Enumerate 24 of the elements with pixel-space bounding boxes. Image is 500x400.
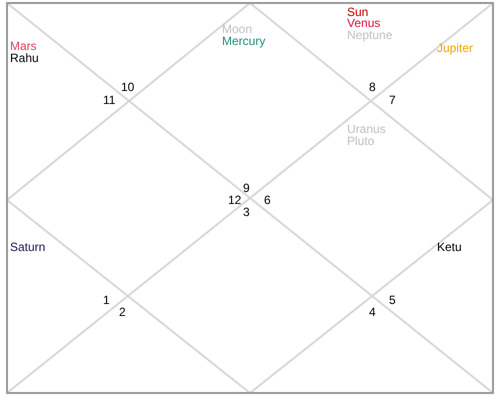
house-number: 2 — [119, 305, 126, 319]
house-number: 6 — [264, 193, 271, 207]
house-number: 10 — [121, 80, 134, 94]
house-number: 5 — [389, 293, 396, 307]
planet-label: Mercury — [222, 34, 266, 48]
planet-label: Sun — [347, 5, 368, 19]
planet-label: Rahu — [10, 51, 39, 65]
planet-label: Pluto — [347, 134, 374, 148]
house-number: 11 — [103, 93, 116, 107]
planet-label: Neptune — [347, 28, 392, 42]
planet-label: Mars — [10, 39, 37, 53]
house-number: 3 — [243, 205, 250, 219]
house-number: 12 — [228, 193, 242, 207]
planet-label: Uranus — [347, 122, 386, 136]
planet-label: Venus — [347, 16, 380, 30]
house-number: 4 — [369, 305, 376, 319]
planet-label: Ketu — [437, 240, 462, 254]
planet-label: Jupiter — [437, 41, 474, 55]
planet-label: Moon — [222, 22, 252, 36]
house-number: 7 — [389, 93, 396, 107]
planet-label: Saturn — [10, 240, 46, 254]
house-number: 8 — [369, 80, 376, 94]
house-number: 9 — [243, 181, 250, 195]
house-number: 1 — [103, 293, 110, 307]
